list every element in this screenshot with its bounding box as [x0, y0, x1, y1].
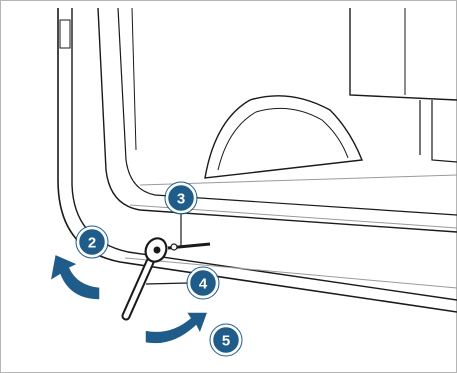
callout-5-label: 5	[222, 333, 230, 350]
callout-3: 3	[165, 182, 197, 214]
callout-4-label: 4	[199, 276, 208, 293]
callout-3-label: 3	[177, 191, 185, 208]
callout-2-label: 2	[88, 235, 96, 252]
callout-4: 4	[187, 267, 219, 299]
callout-5: 5	[210, 324, 242, 356]
callout-2: 2	[76, 226, 108, 258]
